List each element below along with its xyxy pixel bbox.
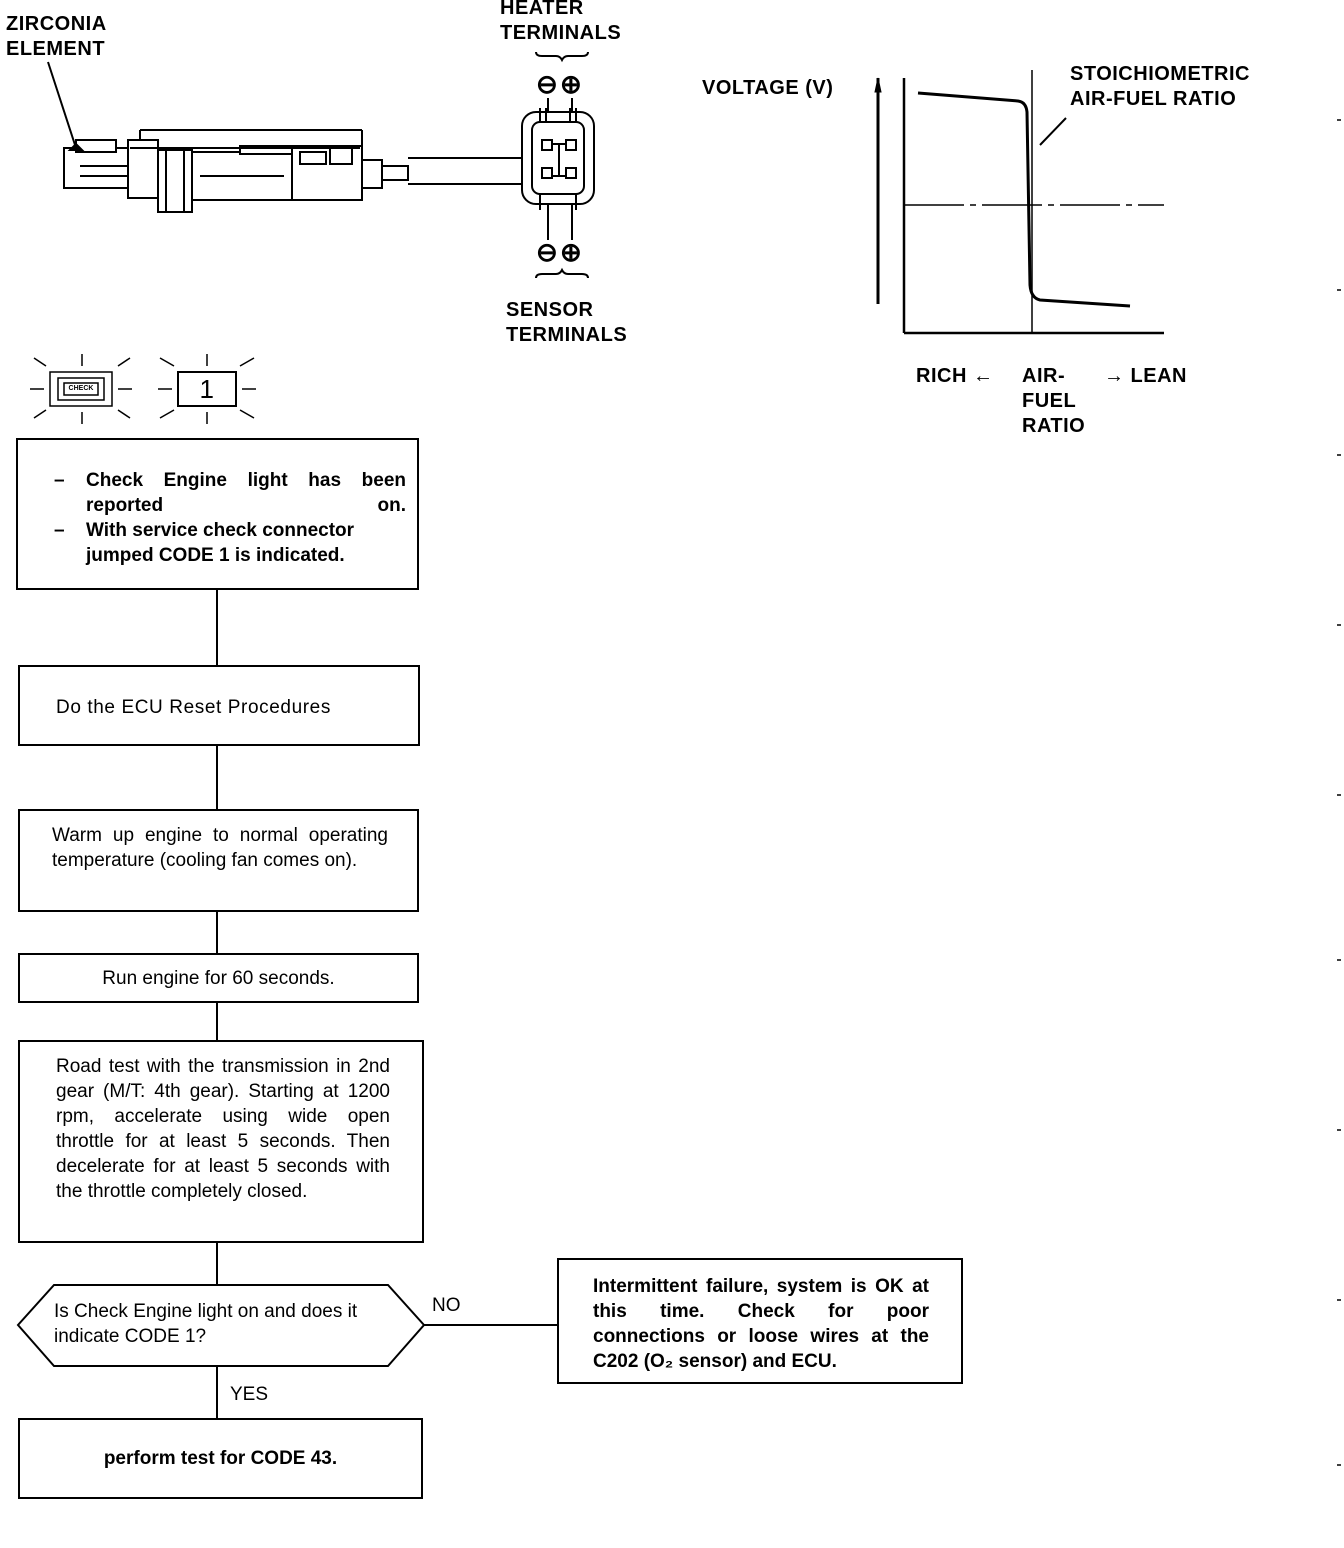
- step-run-engine: Run engine for 60 seconds.: [18, 953, 419, 1003]
- voltage-curve: [917, 91, 1131, 308]
- yes-label: YES: [230, 1384, 269, 1405]
- sensor-plus-symbol: ⊕: [560, 237, 583, 267]
- sensor-terminals-label: SENSOR TERMINALS: [506, 299, 628, 346]
- heater-plus-symbol: ⊕: [560, 69, 583, 99]
- stoichiometric-pointer: [1039, 117, 1067, 146]
- sensor-brace: [535, 267, 589, 279]
- check-engine-light-icon: [30, 354, 132, 424]
- stoichiometric-label: STOICHIOMETRIC AIR-FUEL RATIO: [1070, 63, 1250, 110]
- step1-item-1: Check Engine light has been reported on.: [54, 468, 406, 518]
- sensor-body: [63, 129, 409, 213]
- code-digit: 1: [199, 374, 215, 404]
- decision-check-engine-code-1: Is Check Engine light on and does it ind…: [54, 1301, 358, 1347]
- step-check-engine-reported: Check Engine light has been reported on.…: [16, 438, 419, 590]
- voltage-axis-arrowhead: [874, 77, 882, 93]
- step-ecu-reset: Do the ECU Reset Procedures: [18, 665, 420, 746]
- code-1-blink-icon: [158, 354, 256, 424]
- result-perform-code-43: perform test for CODE 43.: [18, 1418, 423, 1499]
- zirconia-element-label: ZIRCONIA ELEMENT: [6, 13, 107, 60]
- step-road-test: Road test with the transmission in 2nd g…: [18, 1040, 424, 1243]
- decision-shape: [16, 1284, 426, 1367]
- voltage-axis-label: VOLTAGE (V): [702, 77, 834, 99]
- step1-item-2: With service check connector jumped CODE…: [54, 518, 406, 568]
- sensor-minus-symbol: ⊖: [536, 237, 559, 267]
- zirconia-pointer: [47, 61, 77, 149]
- check-engine-text: CHECK: [68, 385, 94, 392]
- heater-brace: [535, 51, 589, 63]
- rich-label: RICH ←: [916, 365, 994, 387]
- air-fuel-ratio-label: AIR- FUEL RATIO: [1022, 365, 1086, 437]
- result-intermittent-failure: Intermittent failure, system is OK at th…: [557, 1258, 963, 1384]
- step-warm-up-engine: Warm up engine to normal operating tempe…: [18, 809, 419, 912]
- heater-terminals-label: HEATER TERMINALS: [500, 0, 622, 44]
- lean-label: → LEAN: [1104, 365, 1187, 387]
- heater-minus-symbol: ⊖: [536, 69, 559, 99]
- no-label: NO: [432, 1295, 461, 1316]
- sensor-connector: [521, 98, 595, 240]
